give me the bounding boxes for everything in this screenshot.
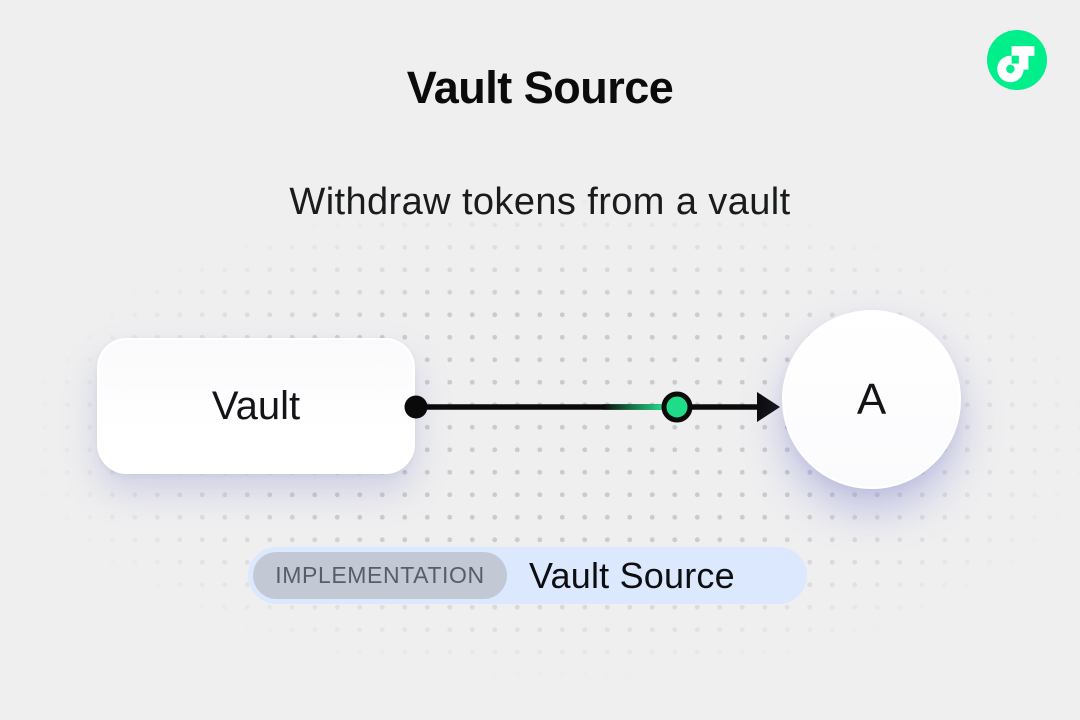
implementation-tag: IMPLEMENTATION: [253, 552, 507, 599]
vault-node: Vault: [97, 338, 415, 474]
account-node: A: [782, 310, 961, 489]
connector-start-dot: [404, 395, 428, 419]
flow-logo-icon: [987, 30, 1047, 90]
page-subtitle: Withdraw tokens from a vault: [289, 181, 791, 223]
connector-marker-dot: [661, 391, 693, 423]
implementation-badge: IMPLEMENTATION Vault Source: [248, 547, 807, 604]
page-title: Vault Source: [406, 62, 674, 113]
arrowhead-icon: [757, 392, 780, 422]
account-node-label: A: [856, 374, 887, 424]
flow-logo-square: [1011, 55, 1019, 64]
flow-logo-bar: [1011, 46, 1035, 56]
connector-arrow: [404, 391, 780, 423]
implementation-label: Vault Source: [529, 554, 735, 596]
flow-logo-stem: [1018, 46, 1029, 70]
vault-node-label: Vault: [211, 383, 301, 428]
